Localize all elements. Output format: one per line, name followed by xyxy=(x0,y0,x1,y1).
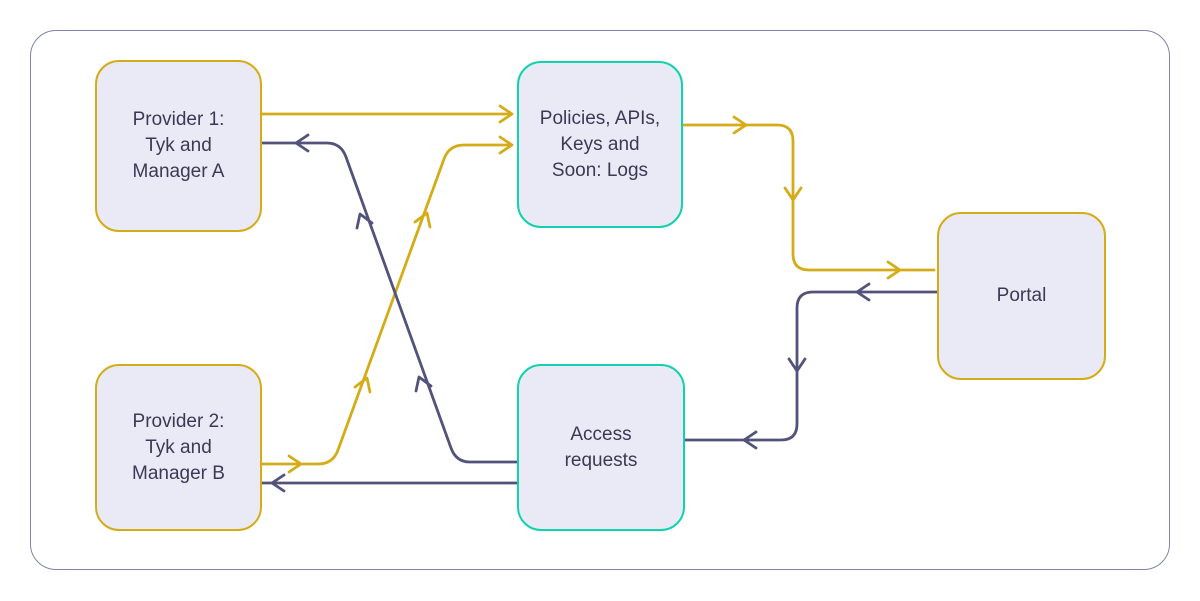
edge-portal-to-access xyxy=(683,290,939,442)
gold-edges xyxy=(260,104,936,474)
arrowhead-icon xyxy=(732,115,748,135)
arrowhead-icon xyxy=(353,376,372,394)
edge-provider2-to-policies xyxy=(260,143,513,466)
arrowhead-icon xyxy=(498,135,514,155)
node-provider-2-label: Provider 2: Tyk and Manager B xyxy=(132,410,225,484)
arrowhead-icon xyxy=(287,454,303,474)
node-access-requests-label: Access requests xyxy=(564,423,638,471)
node-policies-apis-keys: Policies, APIs, Keys and Soon: Logs xyxy=(517,61,683,228)
diagram-frame xyxy=(30,30,1170,570)
node-provider-1: Provider 1: Tyk and Manager A xyxy=(95,60,262,232)
arrowhead-icon xyxy=(413,211,432,229)
arrowhead-icon xyxy=(742,430,758,450)
node-portal: Portal xyxy=(937,212,1106,380)
arrowhead-icon xyxy=(294,133,310,153)
arrowhead-icon xyxy=(886,260,902,280)
arrowhead-icon xyxy=(414,375,433,393)
arrowhead-icon xyxy=(498,104,514,124)
arrowhead-icon xyxy=(270,473,286,493)
node-provider-2: Provider 2: Tyk and Manager B xyxy=(95,364,262,531)
node-provider-1-label: Provider 1: Tyk and Manager A xyxy=(132,109,225,182)
node-policies-label: Policies, APIs, Keys and Soon: Logs xyxy=(539,107,661,181)
arrowhead-icon xyxy=(783,186,803,202)
edge-policies-to-portal xyxy=(681,123,936,272)
node-portal-label: Portal xyxy=(996,285,1047,306)
edge-access-to-provider1 xyxy=(260,141,519,464)
navy-edges xyxy=(260,133,939,493)
arrowhead-icon xyxy=(355,212,374,230)
node-access-requests: Access requests xyxy=(517,364,685,531)
arrowhead-icon xyxy=(855,282,871,302)
arrowhead-icon xyxy=(787,357,807,373)
